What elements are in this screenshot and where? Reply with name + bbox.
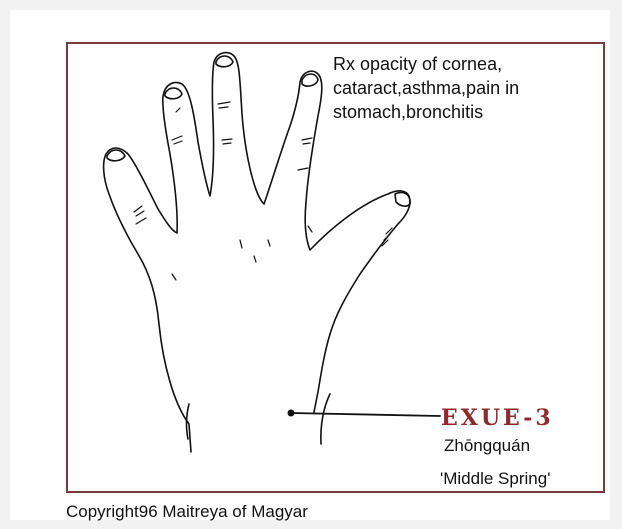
little-nail xyxy=(107,150,125,161)
point-pinyin: Zhōngquán xyxy=(444,436,530,456)
indications-line: Rx opacity of cornea, xyxy=(333,52,603,76)
thumb-nail xyxy=(395,192,410,206)
point-code: EXUE-3 xyxy=(441,405,554,431)
point-english-name: 'Middle Spring' xyxy=(440,469,550,489)
knuckle-creases xyxy=(134,102,392,280)
point-leader-line xyxy=(291,413,440,416)
index-nail xyxy=(302,74,318,86)
ring-nail xyxy=(165,88,182,99)
indications-line: cataract,asthma,pain in xyxy=(333,76,603,100)
diagram-frame: Rx opacity of cornea, cataract,asthma,pa… xyxy=(66,42,605,493)
indications-text: Rx opacity of cornea, cataract,asthma,pa… xyxy=(333,52,603,124)
copyright-text: Copyright96 Maitreya of Magyar xyxy=(66,502,308,522)
middle-nail xyxy=(216,56,233,67)
wrist-right xyxy=(321,394,330,444)
diagram-card: Rx opacity of cornea, cataract,asthma,pa… xyxy=(10,10,610,520)
acupoint-marker xyxy=(288,410,295,417)
indications-line: stomach,bronchitis xyxy=(333,100,603,124)
